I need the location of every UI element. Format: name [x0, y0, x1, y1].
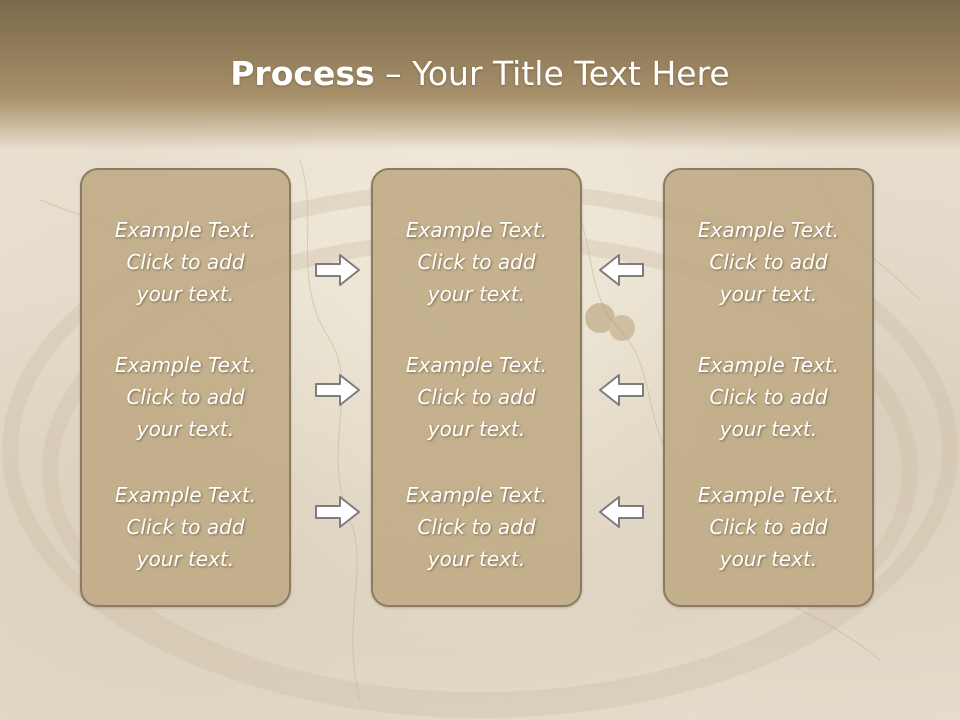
text-block[interactable]: Example Text. Click to add your text. — [82, 214, 289, 310]
title-band — [0, 0, 960, 150]
text-block[interactable]: Example Text. Click to add your text. — [373, 214, 580, 310]
process-box-center[interactable]: Example Text. Click to add your text. Ex… — [371, 168, 582, 607]
text-line: Example Text. — [697, 483, 840, 507]
text-line: Click to add — [417, 250, 536, 274]
text-line: Click to add — [709, 385, 828, 409]
title-rest-text: – Your Title Text Here — [374, 54, 730, 93]
slide-title[interactable]: Process – Your Title Text Here — [0, 52, 960, 96]
arrow-left-icon[interactable] — [597, 494, 645, 530]
arrow-right-icon[interactable] — [314, 372, 362, 408]
text-line: Click to add — [417, 385, 536, 409]
text-line: Click to add — [126, 385, 245, 409]
text-line: Example Text. — [405, 353, 548, 377]
text-line: your text. — [719, 547, 818, 571]
text-line: your text. — [427, 547, 526, 571]
text-line: Example Text. — [114, 218, 257, 242]
text-line: Example Text. — [697, 218, 840, 242]
text-line: your text. — [136, 547, 235, 571]
text-block[interactable]: Example Text. Click to add your text. — [665, 479, 872, 575]
text-line: Click to add — [126, 515, 245, 539]
text-line: your text. — [427, 417, 526, 441]
text-line: Click to add — [126, 250, 245, 274]
text-block[interactable]: Example Text. Click to add your text. — [665, 214, 872, 310]
text-line: Example Text. — [405, 483, 548, 507]
text-block[interactable]: Example Text. Click to add your text. — [82, 479, 289, 575]
text-line: Example Text. — [405, 218, 548, 242]
arrow-right-icon[interactable] — [314, 494, 362, 530]
text-block[interactable]: Example Text. Click to add your text. — [665, 349, 872, 445]
text-line: your text. — [427, 282, 526, 306]
text-line: your text. — [719, 417, 818, 441]
text-line: your text. — [136, 417, 235, 441]
text-line: Click to add — [709, 250, 828, 274]
title-bold-text: Process — [230, 54, 375, 93]
text-block[interactable]: Example Text. Click to add your text. — [373, 479, 580, 575]
process-box-left[interactable]: Example Text. Click to add your text. Ex… — [80, 168, 291, 607]
text-block[interactable]: Example Text. Click to add your text. — [82, 349, 289, 445]
text-line: your text. — [719, 282, 818, 306]
text-line: Example Text. — [697, 353, 840, 377]
text-line: Click to add — [709, 515, 828, 539]
text-block[interactable]: Example Text. Click to add your text. — [373, 349, 580, 445]
text-line: Example Text. — [114, 353, 257, 377]
text-line: Click to add — [417, 515, 536, 539]
arrow-left-icon[interactable] — [597, 252, 645, 288]
text-line: Example Text. — [114, 483, 257, 507]
text-line: your text. — [136, 282, 235, 306]
process-box-right[interactable]: Example Text. Click to add your text. Ex… — [663, 168, 874, 607]
arrow-right-icon[interactable] — [314, 252, 362, 288]
arrow-left-icon[interactable] — [597, 372, 645, 408]
